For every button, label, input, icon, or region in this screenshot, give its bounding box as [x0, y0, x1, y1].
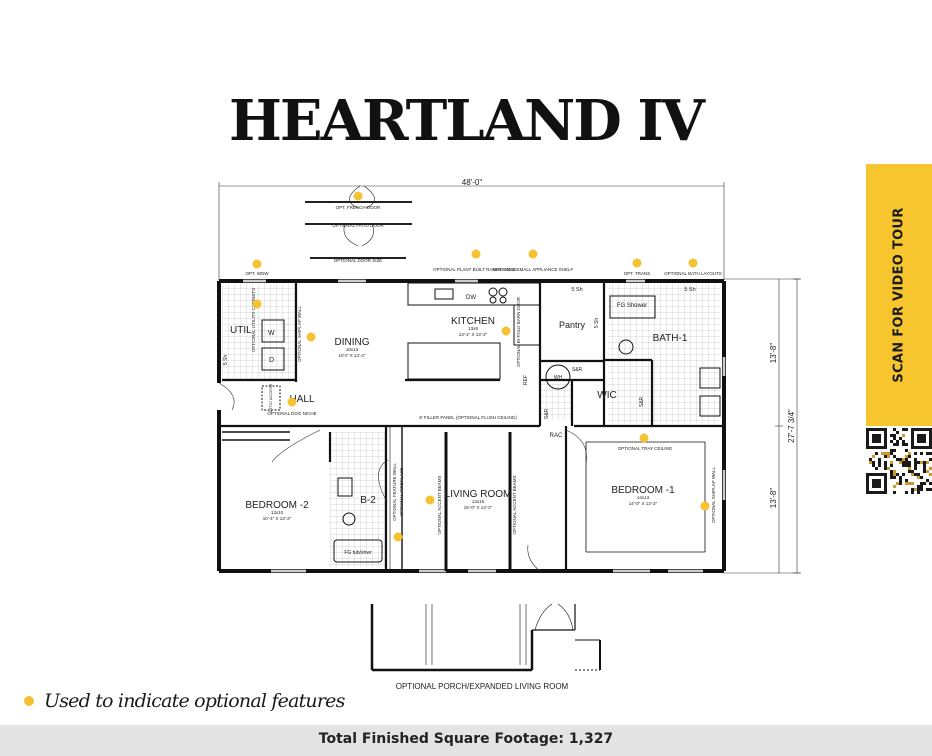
- legend-text: Used to indicate optional features: [44, 690, 345, 712]
- bath-fixtures: [261, 295, 721, 563]
- dryer-label: D: [269, 357, 274, 364]
- square-footage: Total Finished Square Footage: 1,327: [318, 731, 614, 747]
- marker-feature-wall: [393, 532, 403, 542]
- fireplace-note: OPTIONAL FIREPLACE: [399, 468, 404, 517]
- sr-label-3: S&R: [544, 408, 550, 419]
- page-title: HEARTLAND IV: [229, 88, 705, 154]
- living-label: LIVING ROOM: [445, 489, 512, 500]
- ref-label: REF: [523, 375, 529, 385]
- feature-wall-note: OPTIONAL FEATURE WALL: [392, 463, 397, 521]
- marker-accent-beams: [425, 495, 435, 505]
- patio-door-note: OPTIONAL PATIO DOOR: [332, 223, 384, 228]
- video-tour-label: SCAN FOR VIDEO TOUR: [891, 207, 907, 383]
- living-dim1: 13x16: [472, 499, 485, 504]
- fg-tub-label: FG tub/shwr: [344, 550, 372, 556]
- dining-dim2: 10'4" X 13'-2": [339, 353, 366, 358]
- util-cabinet-note: OPTIONAL UTILITY CABINETS: [251, 288, 256, 352]
- marker-window: [252, 259, 262, 269]
- filler-panel-note: 8' FILLER PANEL (OPTIONAL FLUSH CEILING): [419, 415, 517, 420]
- accent-beams-note-1: OPTIONAL ACCENT BEAMS: [437, 475, 442, 534]
- living-dim2: 16'-0" X 13'-2": [464, 505, 493, 510]
- shiplap-bed-note: OPTIONAL SHIPLAP WALL: [711, 466, 716, 523]
- barn-door-note: OPTIONAL BI-FOLD BARN DOOR: [516, 296, 521, 367]
- bath1-label: BATH-1: [653, 333, 688, 344]
- bedroom2-dim2: 10'-4" X 13'-2": [263, 516, 292, 521]
- door-swings: [271, 429, 587, 572]
- patio-area: [305, 185, 412, 259]
- marker-barn-door: [501, 326, 511, 336]
- dimension-lines: [218, 182, 801, 574]
- wic-floor-tile: [540, 384, 572, 420]
- bedroom1-dim2: 14'-0" X 13'-2": [629, 501, 658, 506]
- bedroom2-dim1: 13x10: [271, 510, 284, 515]
- range-hood-note: OPTIONAL PLANT BUILT RANGE HOOD: [433, 267, 518, 272]
- upper-dimension: 13'-8": [769, 343, 778, 364]
- washer-label: W: [268, 330, 275, 337]
- kitchen-label: KITCHEN: [451, 316, 495, 327]
- footer-bar: Total Finished Square Footage: 1,327: [0, 725, 932, 756]
- porch-note: OPTIONAL PORCH/EXPANDED LIVING ROOM: [396, 682, 569, 691]
- accent-wall-note: OPTIONAL SHIPLAP WALL: [297, 305, 302, 362]
- shelf-5sh-a: 5 Sh: [571, 287, 582, 293]
- fg-shower-label: FG Shower: [617, 303, 647, 309]
- marker-trans: [632, 258, 642, 268]
- pantry-label: Pantry: [559, 320, 586, 330]
- appliance-shelf-note: OPTIONAL SMALL APPLIANCE SHELF: [493, 267, 574, 272]
- wh-label: WH: [554, 375, 563, 381]
- kitchen-counter: [407, 282, 541, 380]
- marker-shiplap-dining: [306, 332, 316, 342]
- bedroom1-dim1: 14x13: [637, 495, 650, 500]
- marker-range-hood: [471, 249, 481, 259]
- sr-label-1: S&R: [572, 367, 583, 373]
- depth-dimension: 27'-7 3/4": [787, 409, 796, 443]
- dining-label: DINING: [335, 337, 370, 348]
- marker-util: [252, 299, 262, 309]
- marker-appliance-shelf: [528, 249, 538, 259]
- closet-walls: [222, 426, 706, 571]
- marker-bath-layouts: [688, 258, 698, 268]
- hall-label: HALL: [289, 394, 314, 405]
- marker-french-door: [353, 191, 363, 201]
- bedroom2-label: BEDROOM -2: [245, 500, 309, 511]
- rac-label: RAC: [550, 433, 563, 439]
- shelf-5sh-c: 5 Sh: [594, 318, 600, 329]
- video-tour-banner[interactable]: SCAN FOR VIDEO TOUR: [866, 164, 932, 426]
- legend-dot-icon: [24, 696, 34, 706]
- accent-beams-note-2: OPTIONAL ACCENT BEAMS: [512, 475, 517, 534]
- qr-code[interactable]: [866, 428, 932, 494]
- dog-niche-note: OPTIONAL DOG NICHE: [267, 411, 316, 416]
- trans-note: OPT. TRANS: [624, 271, 650, 276]
- floor-plan: 48'-0" 27'-7 3/4" 13'-8" 13'-8" OPT. FRE…: [217, 178, 801, 691]
- marker-shiplap-bed: [700, 501, 710, 511]
- kitchen-dim2: 13'-1" X 13'-2": [459, 332, 488, 337]
- width-dimension: 48'-0": [462, 178, 483, 187]
- sr-label-2: S&R: [639, 396, 645, 407]
- dining-dim1: 10x13: [346, 347, 359, 352]
- marker-tray-ceiling: [639, 433, 649, 443]
- dw-label: DW: [466, 295, 476, 301]
- util-label: UTIL: [230, 325, 252, 336]
- kitchen-dim1: 13x9: [468, 326, 478, 331]
- bath-layouts-note: OPTIONAL BATH LAYOUTS: [664, 271, 721, 276]
- window-note: OPT. WDW: [246, 271, 270, 276]
- bedroom1-label: BEDROOM -1: [611, 485, 675, 496]
- lower-dimension: 13'-8": [769, 488, 778, 509]
- bath2-tile: [330, 432, 385, 567]
- tray-ceiling-note: OPTIONAL TRAY CEILING: [618, 446, 673, 451]
- bath1-tile: [608, 283, 720, 423]
- french-door-note: OPT. FRENCH DOOR: [336, 205, 382, 210]
- door-size-note: OPTIONAL DOOR SIZE: [334, 258, 383, 263]
- wic-label: WIC: [597, 390, 616, 401]
- marker-dog-niche: [287, 397, 297, 407]
- shelf-5sh-d: 5 Sh: [223, 355, 229, 366]
- shelf-5sh-b: 5 Sh: [684, 287, 695, 293]
- porch-outline: [370, 603, 601, 672]
- attic-access-label: ATTIC ACCESS: [268, 383, 273, 412]
- optional-feature-markers: [252, 191, 710, 542]
- bath2-label: B-2: [360, 495, 376, 506]
- entry-door-swing: [218, 382, 235, 411]
- legend: Used to indicate optional features: [24, 690, 345, 712]
